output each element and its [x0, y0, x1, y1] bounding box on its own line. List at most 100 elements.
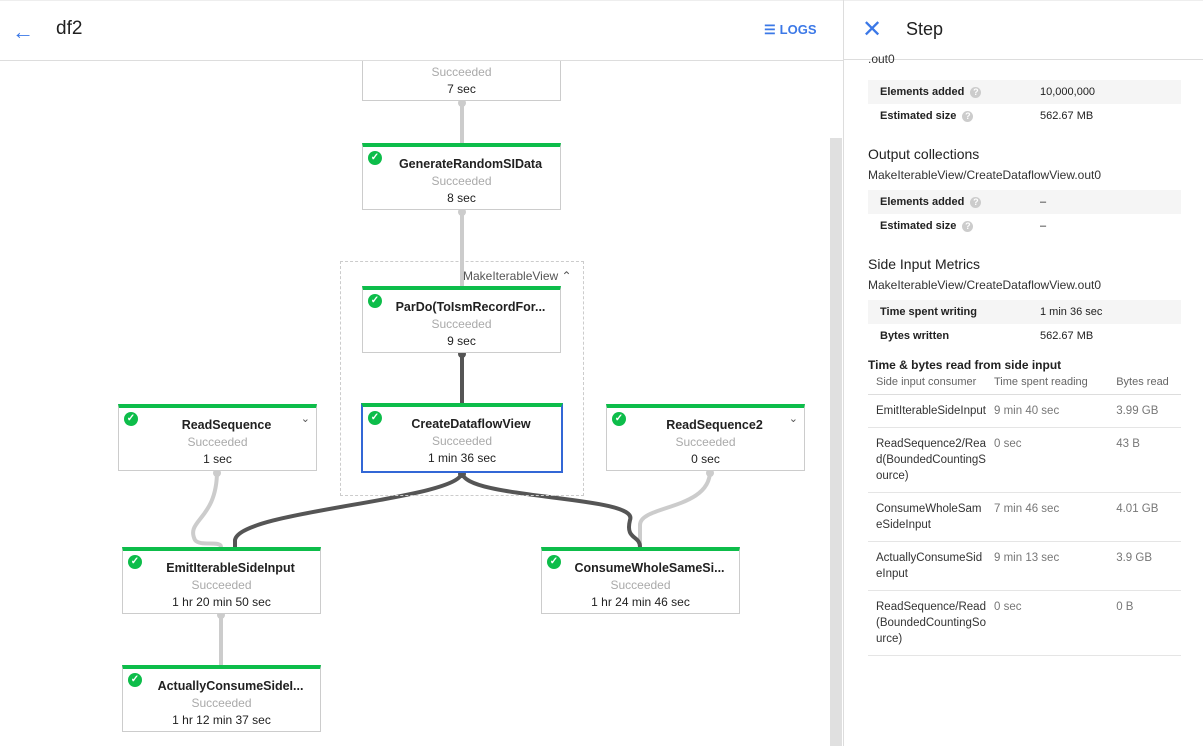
panel-title: Step: [906, 19, 944, 39]
node-status: Succeeded: [191, 696, 252, 710]
table-row: ReadSequence/Read(BoundedCountingSource)…: [868, 590, 1181, 656]
time-cell: 0 sec: [986, 427, 1109, 493]
node-duration: 1 hr 24 min 46 sec: [591, 595, 690, 609]
node-duration: 1 min 36 sec: [427, 451, 497, 465]
edge: [638, 470, 712, 547]
graph-node-selected[interactable]: ✓ CreateDataflowView Succeeded 1 min 36 …: [361, 403, 563, 473]
group-label[interactable]: MakeIterableView ⌃: [463, 269, 572, 283]
node-duration: 1 hr 12 min 37 sec: [172, 713, 271, 727]
check-circle-icon: ✓: [368, 294, 382, 308]
bytes-cell: 43 B: [1108, 427, 1181, 493]
check-circle-icon: ✓: [128, 555, 142, 569]
time-cell: 0 sec: [986, 590, 1109, 656]
help-icon[interactable]: ?: [962, 221, 974, 232]
node-name: ReadSequence2: [666, 418, 763, 432]
check-circle-icon: ✓: [547, 555, 561, 569]
node-name: GenerateRandomSIData: [398, 157, 543, 171]
graph-area: MakeIterableView ⌃ Succeeded 7 sec ✓ Gen…: [0, 0, 843, 746]
panel-header: ✕ Step: [844, 0, 1203, 60]
scrollbar[interactable]: [830, 138, 842, 746]
node-name: EmitIterableSideInput: [166, 561, 295, 575]
node-status: Succeeded: [431, 174, 492, 188]
bytes-cell: 0 B: [1108, 590, 1181, 656]
metric-row: Estimated size?562.67 MB: [880, 110, 1094, 122]
list-icon: ☰: [764, 22, 776, 37]
help-icon[interactable]: ?: [962, 111, 974, 122]
node-name: ConsumeWholeSameSi...: [574, 561, 725, 575]
node-duration: 9 sec: [447, 334, 476, 348]
graph-node[interactable]: ✓ ConsumeWholeSameSi... Succeeded 1 hr 2…: [541, 547, 740, 614]
step-panel: ✕ Step .out0 Elements added?10,000,000 E…: [843, 0, 1203, 746]
close-icon[interactable]: ✕: [862, 16, 883, 43]
node-duration: 7 sec: [447, 82, 476, 96]
job-title: df2: [56, 18, 83, 39]
node-duration: 0 sec: [691, 452, 720, 466]
node-status: Succeeded: [191, 578, 252, 592]
node-duration: 1 sec: [203, 452, 232, 466]
edge: [191, 470, 223, 548]
check-circle-icon: ✓: [128, 673, 142, 687]
node-status: Succeeded: [431, 434, 493, 448]
consumer-cell: ActuallyConsumeSideInput: [868, 541, 986, 591]
metric-row: Elements added?–: [868, 190, 1181, 214]
metric-row: Elements added?10,000,000: [868, 80, 1181, 104]
bytes-cell: 4.01 GB: [1108, 492, 1181, 542]
edge: [460, 471, 642, 548]
bytes-cell: 3.99 GB: [1108, 394, 1181, 428]
graph-node[interactable]: ✓ GenerateRandomSIData Succeeded 8 sec: [362, 143, 561, 210]
pipeline-graph[interactable]: MakeIterableView ⌃ Succeeded 7 sec ✓ Gen…: [0, 0, 843, 746]
output-metrics: Elements added?– Estimated size?–: [868, 190, 1181, 238]
chevron-up-icon[interactable]: ⌃: [561, 269, 572, 283]
node-name: ActuallyConsumeSideI...: [157, 679, 304, 693]
arrow-left-icon[interactable]: ←: [12, 19, 34, 44]
input-metrics: Elements added?10,000,000 Estimated size…: [868, 80, 1181, 128]
graph-node[interactable]: ✓ EmitIterableSideInput Succeeded 1 hr 2…: [122, 547, 321, 614]
node-status: Succeeded: [431, 65, 492, 79]
time-cell: 9 min 13 sec: [986, 541, 1109, 591]
side-input-read-table: Side input consumer Time spent reading B…: [868, 376, 1181, 656]
check-circle-icon: ✓: [368, 151, 382, 165]
check-circle-icon: ✓: [368, 411, 382, 425]
node-name: ReadSequence: [181, 418, 272, 432]
edge: [233, 471, 464, 547]
help-icon[interactable]: ?: [970, 197, 982, 208]
time-cell: 7 min 46 sec: [986, 492, 1109, 542]
consumer-cell: ReadSequence/Read(BoundedCountingSource): [868, 590, 986, 656]
graph-node[interactable]: ✓ ParDo(ToIsmRecordFor... Succeeded 9 se…: [362, 286, 561, 353]
consumer-cell: ConsumeWholeSameSideInput: [868, 492, 986, 542]
side-input-heading: Side Input Metrics: [868, 256, 981, 272]
table-row: ReadSequence2/Read(BoundedCountingSource…: [868, 427, 1181, 493]
output-collections-heading: Output collections: [868, 146, 980, 162]
input-collection-name: .out0: [868, 54, 895, 66]
node-name: CreateDataflowView: [411, 417, 531, 431]
help-icon[interactable]: ?: [970, 87, 982, 98]
group-makeiterableview: [340, 261, 584, 496]
node-status: Succeeded: [431, 317, 492, 331]
logs-button[interactable]: ☰LOGS: [764, 22, 817, 37]
header: ← df2 ☰LOGS: [0, 0, 843, 61]
graph-edges: [191, 99, 714, 665]
time-cell: 9 min 40 sec: [986, 394, 1109, 428]
consumer-cell: ReadSequence2/Read(BoundedCountingSource…: [868, 427, 986, 493]
graph-node[interactable]: ✓ ActuallyConsumeSideI... Succeeded 1 hr…: [122, 665, 321, 732]
node-status: Succeeded: [187, 435, 248, 449]
bytes-cell: 3.9 GB: [1108, 541, 1181, 591]
output-collection-name: MakeIterableView/CreateDataflowView.out0: [868, 168, 1102, 182]
metric-row: Estimated size?–: [880, 220, 1047, 232]
check-circle-icon: ✓: [124, 412, 138, 426]
node-status: Succeeded: [610, 578, 671, 592]
graph-node[interactable]: ✓ ⌄ ReadSequence2 Succeeded 0 sec: [606, 404, 805, 471]
node-duration: 8 sec: [447, 191, 476, 205]
graph-node[interactable]: ✓ ⌄ ReadSequence Succeeded 1 sec: [118, 404, 317, 471]
node-status: Succeeded: [675, 435, 736, 449]
side-input-name: MakeIterableView/CreateDataflowView.out0: [868, 278, 1102, 292]
chevron-down-icon[interactable]: ⌄: [788, 413, 798, 425]
read-table-heading: Time & bytes read from side input: [868, 358, 1062, 372]
chevron-down-icon[interactable]: ⌄: [300, 413, 310, 425]
